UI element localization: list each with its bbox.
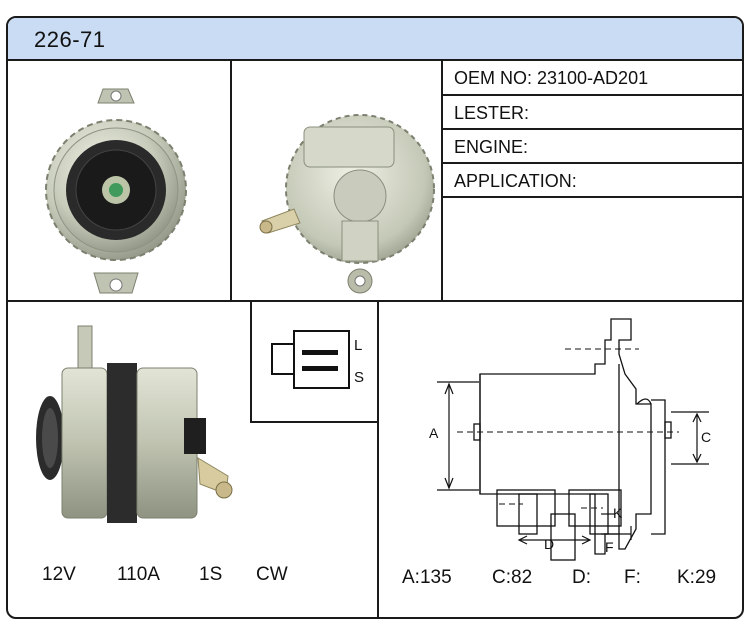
amperage-rating: 110A bbox=[117, 564, 160, 585]
divider bbox=[441, 94, 742, 96]
divider bbox=[377, 300, 379, 617]
lester-number: LESTER: bbox=[454, 103, 530, 123]
dim-label-f: F bbox=[605, 539, 614, 555]
divider bbox=[250, 300, 252, 423]
divider bbox=[250, 421, 379, 423]
alternator-rear-view bbox=[259, 114, 435, 294]
dimension-a-value: A:135 bbox=[402, 567, 452, 588]
dim-label-d: D bbox=[544, 536, 554, 552]
divider bbox=[441, 61, 443, 300]
application: APPLICATION: bbox=[454, 171, 577, 191]
divider bbox=[441, 162, 742, 164]
dimension-drawing: A C D F K bbox=[429, 318, 711, 561]
alternator-front-view bbox=[45, 88, 187, 294]
connector-plug-diagram bbox=[271, 330, 350, 389]
part-number: 226-71 bbox=[34, 27, 106, 52]
divider bbox=[230, 61, 232, 300]
terminal-s-label: S bbox=[354, 369, 365, 386]
rotation-direction: CW bbox=[256, 564, 288, 585]
oem-number: OEM NO: 23100-AD201 bbox=[454, 68, 649, 88]
engine: ENGINE: bbox=[454, 137, 529, 157]
alternator-side-view bbox=[36, 325, 233, 523]
dim-label-c: C bbox=[701, 429, 711, 445]
dimension-f-value: F: bbox=[624, 567, 641, 588]
divider bbox=[8, 300, 742, 302]
header-bar: 226-71 bbox=[8, 18, 742, 61]
voltage-rating: 12V bbox=[42, 564, 76, 585]
divider bbox=[441, 128, 742, 130]
dim-label-k: K bbox=[613, 505, 623, 521]
dimension-c-value: C:82 bbox=[492, 567, 533, 588]
terminal-l-label: L bbox=[354, 337, 363, 354]
dim-label-a: A bbox=[429, 425, 439, 441]
pulley-type: 1S bbox=[199, 564, 223, 585]
dimension-k-value: K:29 bbox=[677, 567, 717, 588]
divider bbox=[441, 196, 742, 198]
dimension-d-value: D: bbox=[572, 567, 591, 588]
spec-sheet: 226-71 OEM NO: 23100-AD201 LESTER: ENGIN… bbox=[6, 16, 744, 619]
